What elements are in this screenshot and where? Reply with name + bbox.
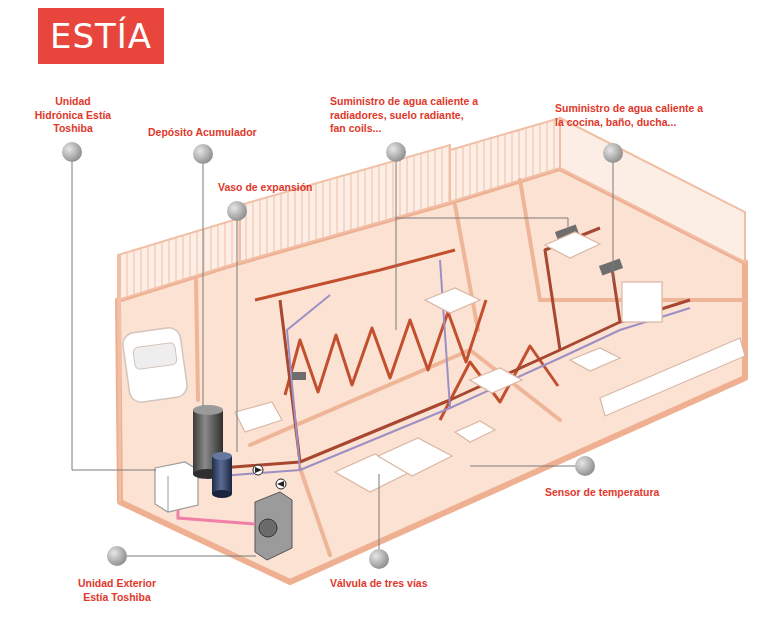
garage-car [133,342,178,370]
callout-dot [575,456,595,476]
valve-symbols [277,481,284,487]
room-partitions [520,180,540,300]
leader-lines [237,221,238,452]
radiators [292,372,306,380]
callout-label: Unidad Hidrónica Estía Toshiba [32,95,114,136]
callout-dot [62,142,623,569]
house-walls [118,218,240,300]
callout-label: Suministro de agua caliente a radiadores… [330,95,482,136]
outdoor-unit [259,519,277,537]
callout-dot [62,142,82,162]
callout-dot [107,546,127,566]
brand-banner: ESTÍA [38,8,164,64]
furniture [545,232,600,258]
hydronic-unit [155,462,198,512]
return-pipes [440,260,450,408]
expansion-vessel [212,452,232,498]
furniture [455,421,495,442]
expansion-vessel [212,490,232,498]
underfloor-heating [255,250,455,300]
furniture [622,282,662,322]
expansion-vessel [212,456,232,494]
furniture [570,348,620,371]
callout-dot [386,142,406,162]
hydronic-unit [168,476,169,512]
callout-label: Válvula de tres vías [330,577,427,591]
callout-label: Suministro de agua caliente a la cocina,… [555,102,707,129]
garage-car [121,326,188,403]
outdoor-unit [178,510,255,524]
storage-tank [193,405,223,415]
outdoor-unit [178,492,292,560]
furniture [600,338,745,416]
furniture [378,438,452,476]
underfloor-heating [255,250,558,420]
outdoor-unit [255,492,292,560]
valve-symbols [253,465,286,489]
house-walls [240,145,450,262]
supply-pipes [545,228,600,350]
return-pipes [195,260,690,478]
radiators [292,225,623,380]
callout-label: Sensor de temperatura [545,486,659,500]
radiators [599,259,623,276]
leader-lines [396,218,568,230]
return-pipes [287,295,330,470]
leader-lines [72,162,156,470]
garage-car [121,326,188,403]
callout-dot [603,143,623,163]
leader-lines [470,466,575,467]
callout-label: Unidad Exterior Estía Toshiba [76,577,158,604]
hydronic-unit [155,462,198,512]
valve-symbols [276,479,286,489]
room-partitions [455,205,478,330]
leader-lines [396,162,397,330]
callout-label: Vaso de expansión [218,181,313,195]
supply-pipes [195,228,690,470]
room-partitions [470,350,560,420]
house-walls [118,255,120,502]
brand-title: ESTÍA [50,19,152,53]
underfloor-heating [440,346,558,420]
house-walls [118,168,745,582]
leader-lines [127,556,256,557]
underfloor-heating [285,300,486,395]
furniture [235,232,745,492]
valve-symbols [253,465,263,475]
room-partitions [196,280,198,400]
leader-lines [379,474,380,549]
house-walls [118,118,745,582]
furniture [425,288,480,313]
supply-pipes [195,300,690,470]
expansion-vessel [212,452,232,460]
leader-lines [72,162,613,556]
callout-dot [193,144,213,164]
leader-lines [203,164,204,406]
room-partitions [300,468,330,555]
valve-symbols [255,467,262,473]
callout-dot [369,549,389,569]
callout-dot [227,201,247,221]
furniture [235,402,282,432]
callout-label: Depósito Acumulador [148,126,257,140]
house-walls [450,118,560,202]
furniture [470,368,522,393]
leader-lines [613,163,614,282]
